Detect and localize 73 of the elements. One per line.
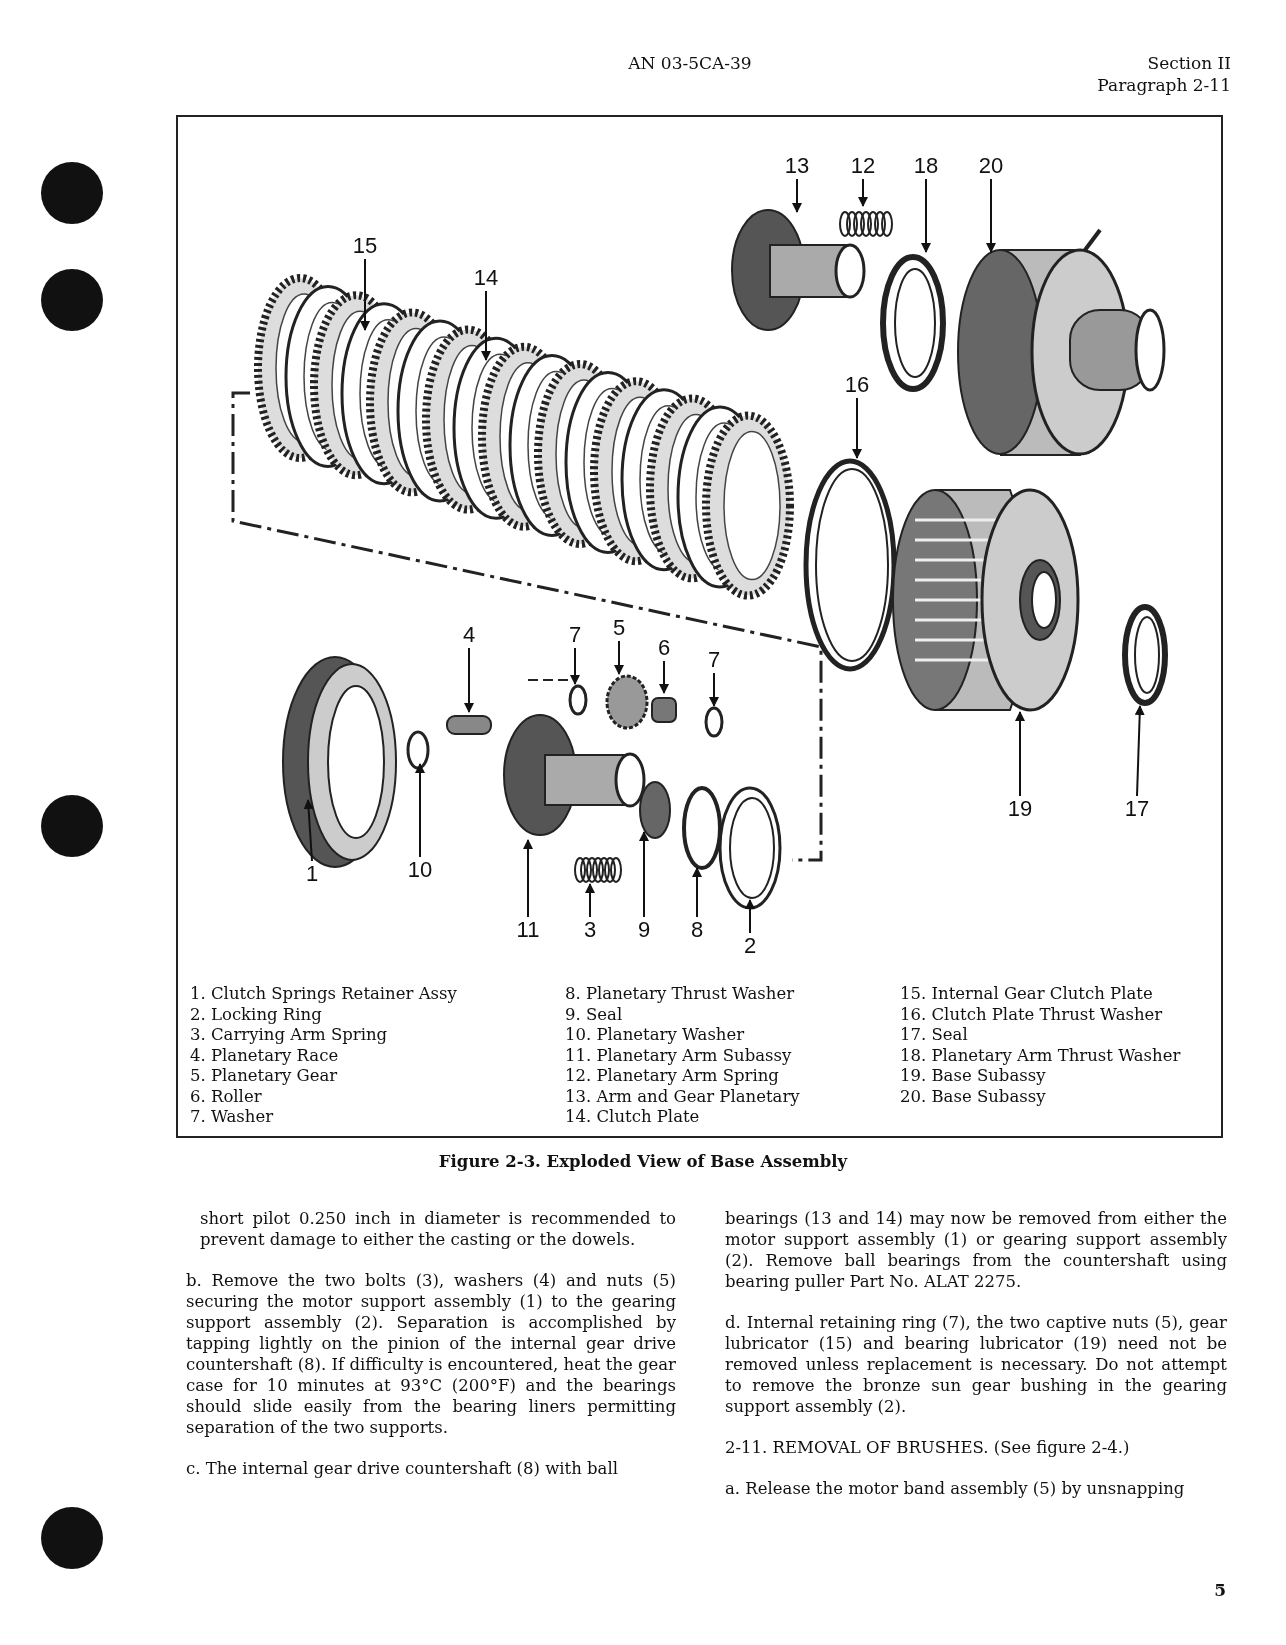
leader-line bbox=[415, 763, 425, 858]
callout-number: 18 bbox=[912, 154, 940, 178]
callout-number: 6 bbox=[656, 636, 672, 660]
callout-number: 15 bbox=[351, 234, 379, 258]
leader-line bbox=[464, 647, 474, 713]
parts-list-entry: 15. Internal Gear Clutch Plate bbox=[900, 984, 1154, 1005]
parts-list-entry: 12. Planetary Arm Spring bbox=[565, 1066, 780, 1087]
leader-line bbox=[659, 660, 669, 694]
parts-list-entry: 3. Carrying Arm Spring bbox=[190, 1025, 389, 1046]
leader-line bbox=[585, 883, 595, 918]
body-paragraph: short pilot 0.250 inch in diameter is recommended to prevent damage to either the casting or the dowels. bbox=[199, 1208, 676, 1250]
figure-caption: Figure 2-3. Exploded View of Base Assembly bbox=[437, 1152, 849, 1171]
leader-line bbox=[709, 672, 719, 707]
callout-number: 16 bbox=[843, 373, 871, 397]
leader-line bbox=[921, 178, 931, 253]
body-paragraph: b. Remove the two bolts (3), washers (4) and nuts (5) securing the motor support assembly (1) to the gearing support assembly (2). Separation is accomplished by tapping lightly on the pinion of the internal gear drive countershaft (8). If difficulty is encountered, heat the gear case for 10 minutes at 93°C (200°F) and the bearings should slide easily from the bearing liners permitting separation of the two supports. bbox=[186, 1270, 676, 1438]
parts-list-entry: 13. Arm and Gear Planetary bbox=[565, 1086, 800, 1107]
section-heading: Section II bbox=[1147, 52, 1231, 74]
callout-number: 1 bbox=[304, 862, 320, 886]
parts-list-entry: 7. Washer bbox=[190, 1107, 275, 1128]
leader-line bbox=[1015, 711, 1025, 797]
callout-number: 2 bbox=[742, 934, 758, 958]
callout-number: 13 bbox=[783, 154, 811, 178]
body-paragraph: c. The internal gear drive countershaft (8) with ball bbox=[186, 1458, 619, 1479]
parts-list-entry: 17. Seal bbox=[900, 1025, 969, 1046]
callout-number: 7 bbox=[706, 648, 722, 672]
callout-number: 17 bbox=[1123, 797, 1151, 821]
parts-list-entry: 8. Planetary Thrust Washer bbox=[565, 984, 796, 1005]
parts-list-entry: 1. Clutch Springs Retainer Assy bbox=[190, 984, 457, 1005]
parts-list-entry: 18. Planetary Arm Thrust Washer bbox=[900, 1045, 1182, 1066]
parts-list-entry: 6. Roller bbox=[190, 1086, 263, 1107]
callout-number: 5 bbox=[611, 616, 627, 640]
callout-number: 20 bbox=[977, 154, 1005, 178]
leader-line bbox=[1134, 705, 1145, 797]
page-number: 5 bbox=[1214, 1580, 1226, 1600]
leader-line bbox=[614, 640, 624, 675]
callout-number: 10 bbox=[406, 858, 434, 882]
parts-list-entry: 11. Planetary Arm Subassy bbox=[565, 1045, 793, 1066]
callout-number: 14 bbox=[472, 266, 500, 290]
leader-line bbox=[858, 178, 868, 207]
parts-list-entry: 2. Locking Ring bbox=[190, 1004, 323, 1025]
leader-line bbox=[745, 899, 755, 934]
callout-number: 11 bbox=[515, 918, 541, 942]
leader-line bbox=[986, 178, 996, 253]
callout-number: 12 bbox=[849, 154, 877, 178]
body-paragraph: d. Internal retaining ring (7), the two captive nuts (5), gear lubricator (15) and bearing lubricator (19) need not be removed unless replacement is necessary. Do not attempt to remove the bronze sun gear bushing in the gearing support assembly (2). bbox=[725, 1312, 1227, 1417]
parts-list-entry: 10. Planetary Washer bbox=[565, 1025, 746, 1046]
leader-line bbox=[570, 647, 580, 685]
parts-list-entry: 14. Clutch Plate bbox=[565, 1107, 701, 1128]
document-number: AN 03-5CA-39 bbox=[627, 52, 753, 74]
leader-line bbox=[481, 290, 491, 361]
parts-list-entry: 5. Planetary Gear bbox=[190, 1066, 339, 1087]
leader-line bbox=[639, 831, 649, 918]
parts-list-entry: 16. Clutch Plate Thrust Washer bbox=[900, 1004, 1164, 1025]
leader-line bbox=[360, 258, 370, 331]
body-paragraph: a. Release the motor band assembly (5) by unsnapping bbox=[725, 1478, 1186, 1499]
parts-list-entry: 20. Base Subassy bbox=[900, 1086, 1047, 1107]
callout-number: 4 bbox=[461, 623, 477, 647]
body-paragraph: bearings (13 and 14) may now be removed from either the motor support assembly (1) or gearing support assembly (2). Remove ball bearings from the countershaft using bearing puller Part No. ALAT 2275. bbox=[725, 1208, 1227, 1292]
callout-number: 7 bbox=[567, 623, 583, 647]
parts-list-entry: 9. Seal bbox=[565, 1004, 624, 1025]
paragraph-heading: Paragraph 2-11 bbox=[1097, 74, 1231, 96]
leader-line bbox=[523, 839, 533, 918]
callout-number: 19 bbox=[1006, 797, 1034, 821]
callout-number: 3 bbox=[582, 918, 598, 942]
parts-list-entry: 19. Base Subassy bbox=[900, 1066, 1047, 1087]
leader-line bbox=[852, 397, 862, 459]
parts-list-entry: 4. Planetary Race bbox=[190, 1045, 340, 1066]
leader-line bbox=[692, 867, 702, 918]
callout-number: 8 bbox=[689, 918, 705, 942]
callout-number: 9 bbox=[636, 918, 652, 942]
leader-line bbox=[792, 178, 802, 213]
section-heading: 2-11. REMOVAL OF BRUSHES. (See figure 2-4.) bbox=[725, 1437, 1131, 1458]
